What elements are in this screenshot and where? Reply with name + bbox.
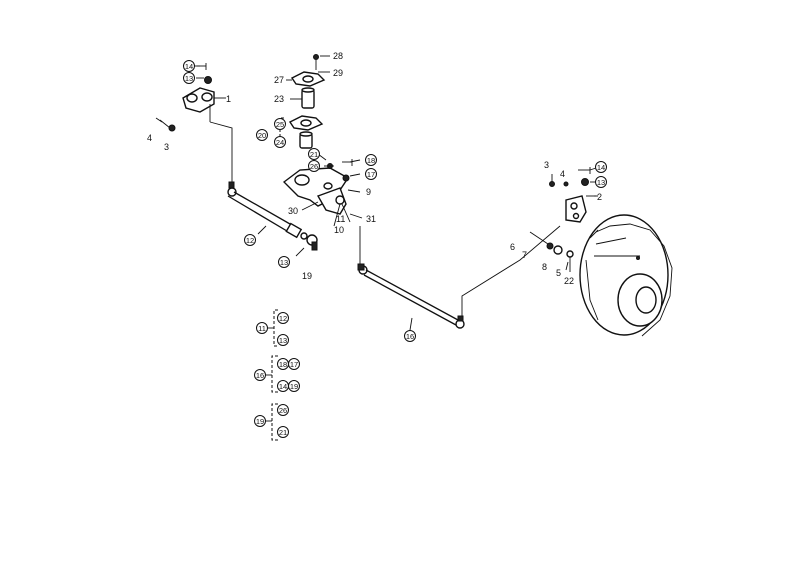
kit-brackets bbox=[266, 309, 278, 441]
svg-text:16: 16 bbox=[256, 371, 264, 380]
callout-22: 22 bbox=[564, 276, 574, 286]
callout-14-kit: 14 bbox=[277, 380, 289, 392]
callout-13-top-left: 13 bbox=[183, 72, 195, 84]
callout-8: 8 bbox=[542, 262, 547, 272]
leader-lines bbox=[194, 55, 598, 331]
callout-12-kit: 12 bbox=[277, 312, 289, 324]
callout-20: 20 bbox=[256, 129, 268, 141]
callout-13-right: 13 bbox=[595, 176, 607, 188]
svg-text:21: 21 bbox=[310, 150, 318, 159]
svg-text:13: 13 bbox=[185, 74, 193, 83]
left-steering-bracket bbox=[182, 63, 226, 122]
callout-12-left-rod: 12 bbox=[244, 234, 256, 246]
callout-7: 7 bbox=[522, 250, 527, 260]
callout-11-kit: 11 bbox=[256, 322, 268, 334]
callout-17-center: 17 bbox=[365, 168, 377, 180]
callout-21-kit: 21 bbox=[277, 426, 289, 438]
svg-text:19: 19 bbox=[290, 382, 298, 391]
steering-arm-plate bbox=[282, 159, 353, 227]
callout-4-right: 4 bbox=[560, 169, 565, 179]
callout-14-right: 14 bbox=[595, 161, 607, 173]
callout-31: 31 bbox=[366, 214, 376, 224]
right-link-wire bbox=[461, 225, 561, 316]
callout-1: 1 bbox=[226, 94, 231, 104]
svg-text:14: 14 bbox=[279, 382, 287, 391]
svg-text:16: 16 bbox=[406, 332, 414, 341]
callout-29: 29 bbox=[333, 68, 343, 78]
svg-text:12: 12 bbox=[246, 236, 254, 245]
right-hardware-set bbox=[529, 231, 574, 272]
callout-24: 24 bbox=[274, 136, 286, 148]
callout-11-center: 11 bbox=[336, 214, 345, 224]
callout-19-kit-a: 19 bbox=[288, 380, 300, 392]
callout-3-left: 3 bbox=[164, 142, 169, 152]
left-tie-rod bbox=[227, 181, 318, 251]
callout-18-kit: 18 bbox=[277, 358, 289, 370]
callout-27: 27 bbox=[274, 75, 284, 85]
callout-19-left-rod: 19 bbox=[302, 271, 312, 281]
svg-text:11: 11 bbox=[258, 324, 266, 333]
svg-text:14: 14 bbox=[597, 163, 605, 172]
callout-30: 30 bbox=[288, 206, 298, 216]
long-tie-rod bbox=[357, 263, 465, 329]
svg-text:26: 26 bbox=[279, 406, 287, 415]
callout-16-long-rod: 16 bbox=[404, 330, 416, 342]
callout-14-top-left: 14 bbox=[183, 60, 195, 72]
callout-9: 9 bbox=[366, 187, 371, 197]
svg-text:18: 18 bbox=[279, 360, 287, 369]
svg-text:25: 25 bbox=[276, 120, 284, 129]
left-drag-link bbox=[209, 121, 233, 186]
svg-text:26: 26 bbox=[310, 162, 318, 171]
callout-25: 25 bbox=[274, 118, 286, 130]
svg-text:24: 24 bbox=[276, 138, 284, 147]
callout-18-center: 18 bbox=[365, 154, 377, 166]
center-pivot-stack bbox=[288, 54, 326, 149]
svg-text:20: 20 bbox=[258, 131, 266, 140]
callout-23: 23 bbox=[274, 94, 284, 104]
callout-5: 5 bbox=[556, 268, 561, 278]
callout-13-kit: 13 bbox=[277, 334, 289, 346]
svg-text:18: 18 bbox=[367, 156, 375, 165]
svg-text:13: 13 bbox=[597, 178, 605, 187]
callout-26-center: 26 bbox=[308, 160, 320, 172]
callout-19-kit-b: 19 bbox=[254, 415, 266, 427]
svg-text:13: 13 bbox=[280, 258, 288, 267]
callout-6: 6 bbox=[510, 242, 515, 252]
svg-text:17: 17 bbox=[290, 360, 298, 369]
svg-text:17: 17 bbox=[367, 170, 375, 179]
left-bolt-set bbox=[155, 117, 176, 132]
callout-16-kit: 16 bbox=[254, 369, 266, 381]
callout-17-kit: 17 bbox=[288, 358, 300, 370]
svg-text:14: 14 bbox=[185, 62, 193, 71]
callout-3-right: 3 bbox=[544, 160, 549, 170]
callout-28: 28 bbox=[333, 51, 343, 61]
svg-text:21: 21 bbox=[279, 428, 287, 437]
callout-10: 10 bbox=[334, 225, 344, 235]
callout-26-kit: 26 bbox=[277, 404, 289, 416]
callout-4-left: 4 bbox=[147, 133, 152, 143]
svg-text:13: 13 bbox=[279, 336, 287, 345]
callout-21-center: 21 bbox=[308, 148, 320, 160]
wheel-disc bbox=[579, 214, 673, 337]
callout-2: 2 bbox=[597, 192, 602, 202]
right-steering-bracket bbox=[549, 167, 596, 223]
callout-13-left-rod: 13 bbox=[278, 256, 290, 268]
svg-text:19: 19 bbox=[256, 417, 264, 426]
part-callouts: 14 13 20 25 24 21 26 18 bbox=[147, 51, 607, 438]
svg-text:12: 12 bbox=[279, 314, 287, 323]
